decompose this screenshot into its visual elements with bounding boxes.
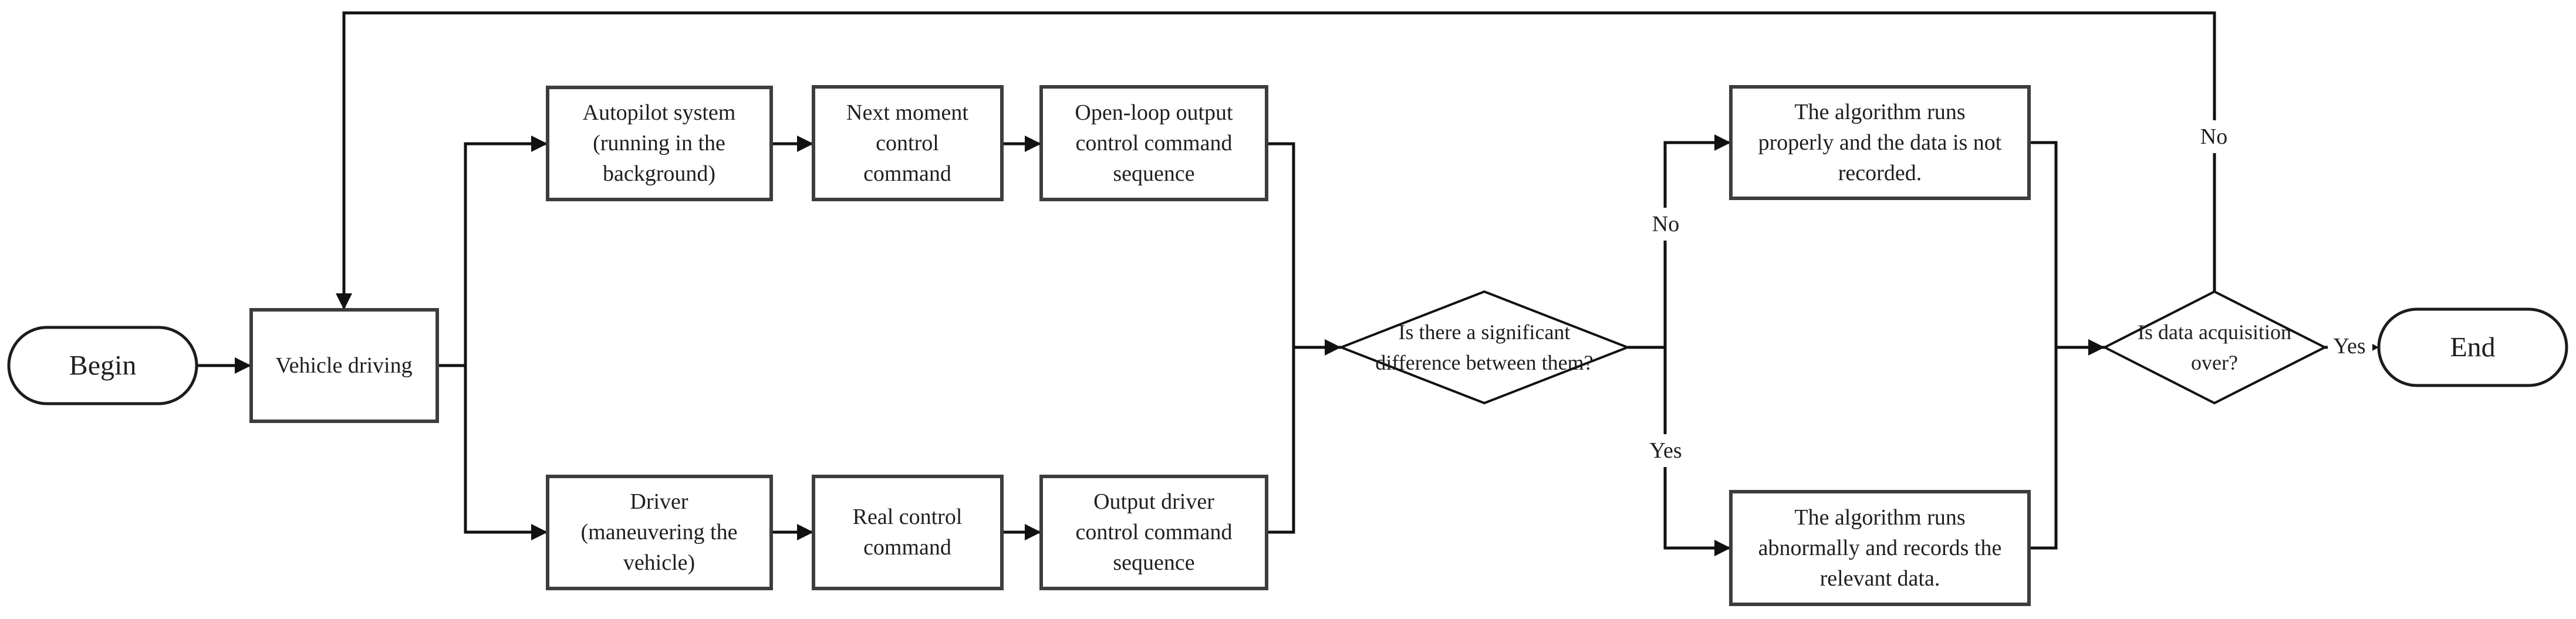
next-moment-line1: Next moment xyxy=(846,100,968,125)
driver-line3: vehicle) xyxy=(623,550,695,575)
algorithm-abnormal-box xyxy=(1729,490,2031,606)
label-bg xyxy=(1639,434,1693,467)
autopilot-line1: Autopilot system xyxy=(583,100,736,125)
edge-labels: No No Yes Yes xyxy=(1639,120,2372,467)
data-acquisition-diamond xyxy=(2102,290,2328,405)
driver-line1: Driver xyxy=(630,489,688,514)
edge-vehicle-to-autopilot xyxy=(437,136,548,367)
significant-difference-line2: difference between them? xyxy=(1375,351,1593,374)
algorithm-proper-line1: The algorithm runs xyxy=(1794,100,1965,124)
label-bg xyxy=(2190,120,2239,153)
driver-box xyxy=(546,475,773,590)
edge-proper-to-collector xyxy=(2029,141,2058,347)
significant-difference-line1: Is there a significant xyxy=(1399,320,1571,344)
output-driver-box xyxy=(1039,475,1268,590)
node-driver: Driver (maneuvering the vehicle) xyxy=(546,475,773,590)
edge-difference-yes-to-abnormal xyxy=(1663,347,1731,556)
significant-difference-diamond xyxy=(1338,290,1631,405)
vehicle-driving-label: Vehicle driving xyxy=(275,353,412,378)
data-acquisition-line2: over? xyxy=(2191,351,2238,374)
autopilot-box xyxy=(546,86,773,201)
algorithm-abnormal-line2: abnormally and records the xyxy=(1758,536,2002,560)
node-algorithm-proper: The algorithm runs properly and the data… xyxy=(1729,85,2031,200)
edge-label-difference-no: No xyxy=(1652,212,1679,236)
node-autopilot: Autopilot system (running in the backgro… xyxy=(546,86,773,201)
node-open-loop: Open-loop output control command sequenc… xyxy=(1039,85,1268,201)
edge-label-acquisition-yes: Yes xyxy=(2333,334,2365,358)
autopilot-line2: (running in the xyxy=(593,131,725,155)
open-loop-line1: Open-loop output xyxy=(1075,100,1233,125)
begin-shape xyxy=(7,326,198,405)
next-moment-line3: command xyxy=(863,161,951,186)
output-driver-line2: control command xyxy=(1076,520,1233,544)
node-end: End xyxy=(2377,307,2568,387)
node-next-moment: Next moment control command xyxy=(812,85,1004,201)
edge-difference-no-to-proper xyxy=(1628,134,1731,349)
edge-label-acquisition-no: No xyxy=(2200,124,2227,149)
driver-line2: (maneuvering the xyxy=(581,520,738,544)
output-driver-line3: sequence xyxy=(1113,550,1194,575)
output-driver-line1: Output driver xyxy=(1093,489,1214,514)
node-data-acquisition: Is data acquisition over? xyxy=(2102,290,2328,405)
edge-collector-to-acquisition-decision xyxy=(2029,339,2105,550)
open-loop-box xyxy=(1039,85,1268,201)
begin-label: Begin xyxy=(69,350,137,381)
edge-merge-to-difference-decision xyxy=(1267,339,1341,534)
edge-vehicle-to-driver xyxy=(464,366,548,540)
open-loop-line3: sequence xyxy=(1113,161,1194,186)
node-vehicle-driving: Vehicle driving xyxy=(249,308,439,423)
edge-open-loop-to-merge xyxy=(1267,142,1295,347)
data-acquisition-line1: Is data acquisition xyxy=(2138,320,2291,344)
algorithm-proper-line3: recorded. xyxy=(1838,161,1922,185)
autopilot-line3: background) xyxy=(603,161,715,186)
real-control-line2: command xyxy=(863,535,951,560)
real-control-line1: Real control xyxy=(853,505,963,529)
node-significant-difference: Is there a significant difference betwee… xyxy=(1338,290,1631,405)
algorithm-proper-box xyxy=(1729,85,2031,200)
node-output-driver: Output driver control command sequence xyxy=(1039,475,1268,590)
label-bg xyxy=(1642,208,1689,241)
end-label: End xyxy=(2450,332,2495,363)
algorithm-abnormal-line3: relevant data. xyxy=(1820,566,1940,591)
real-control-box xyxy=(812,475,1004,590)
algorithm-proper-line2: properly and the data is not xyxy=(1758,130,2002,155)
edge-label-difference-yes: Yes xyxy=(1649,438,1682,463)
next-moment-line2: control xyxy=(876,131,939,155)
algorithm-abnormal-line1: The algorithm runs xyxy=(1794,505,1965,530)
node-begin: Begin xyxy=(7,326,198,405)
open-loop-line2: control command xyxy=(1076,131,1233,155)
node-real-control: Real control command xyxy=(812,475,1004,590)
node-algorithm-abnormal: The algorithm runs abnormally and record… xyxy=(1729,490,2031,606)
edges xyxy=(197,11,2379,556)
label-bg xyxy=(2328,332,2372,361)
vehicle-driving-box xyxy=(249,308,439,423)
end-shape xyxy=(2377,307,2568,387)
next-moment-box xyxy=(812,85,1004,201)
